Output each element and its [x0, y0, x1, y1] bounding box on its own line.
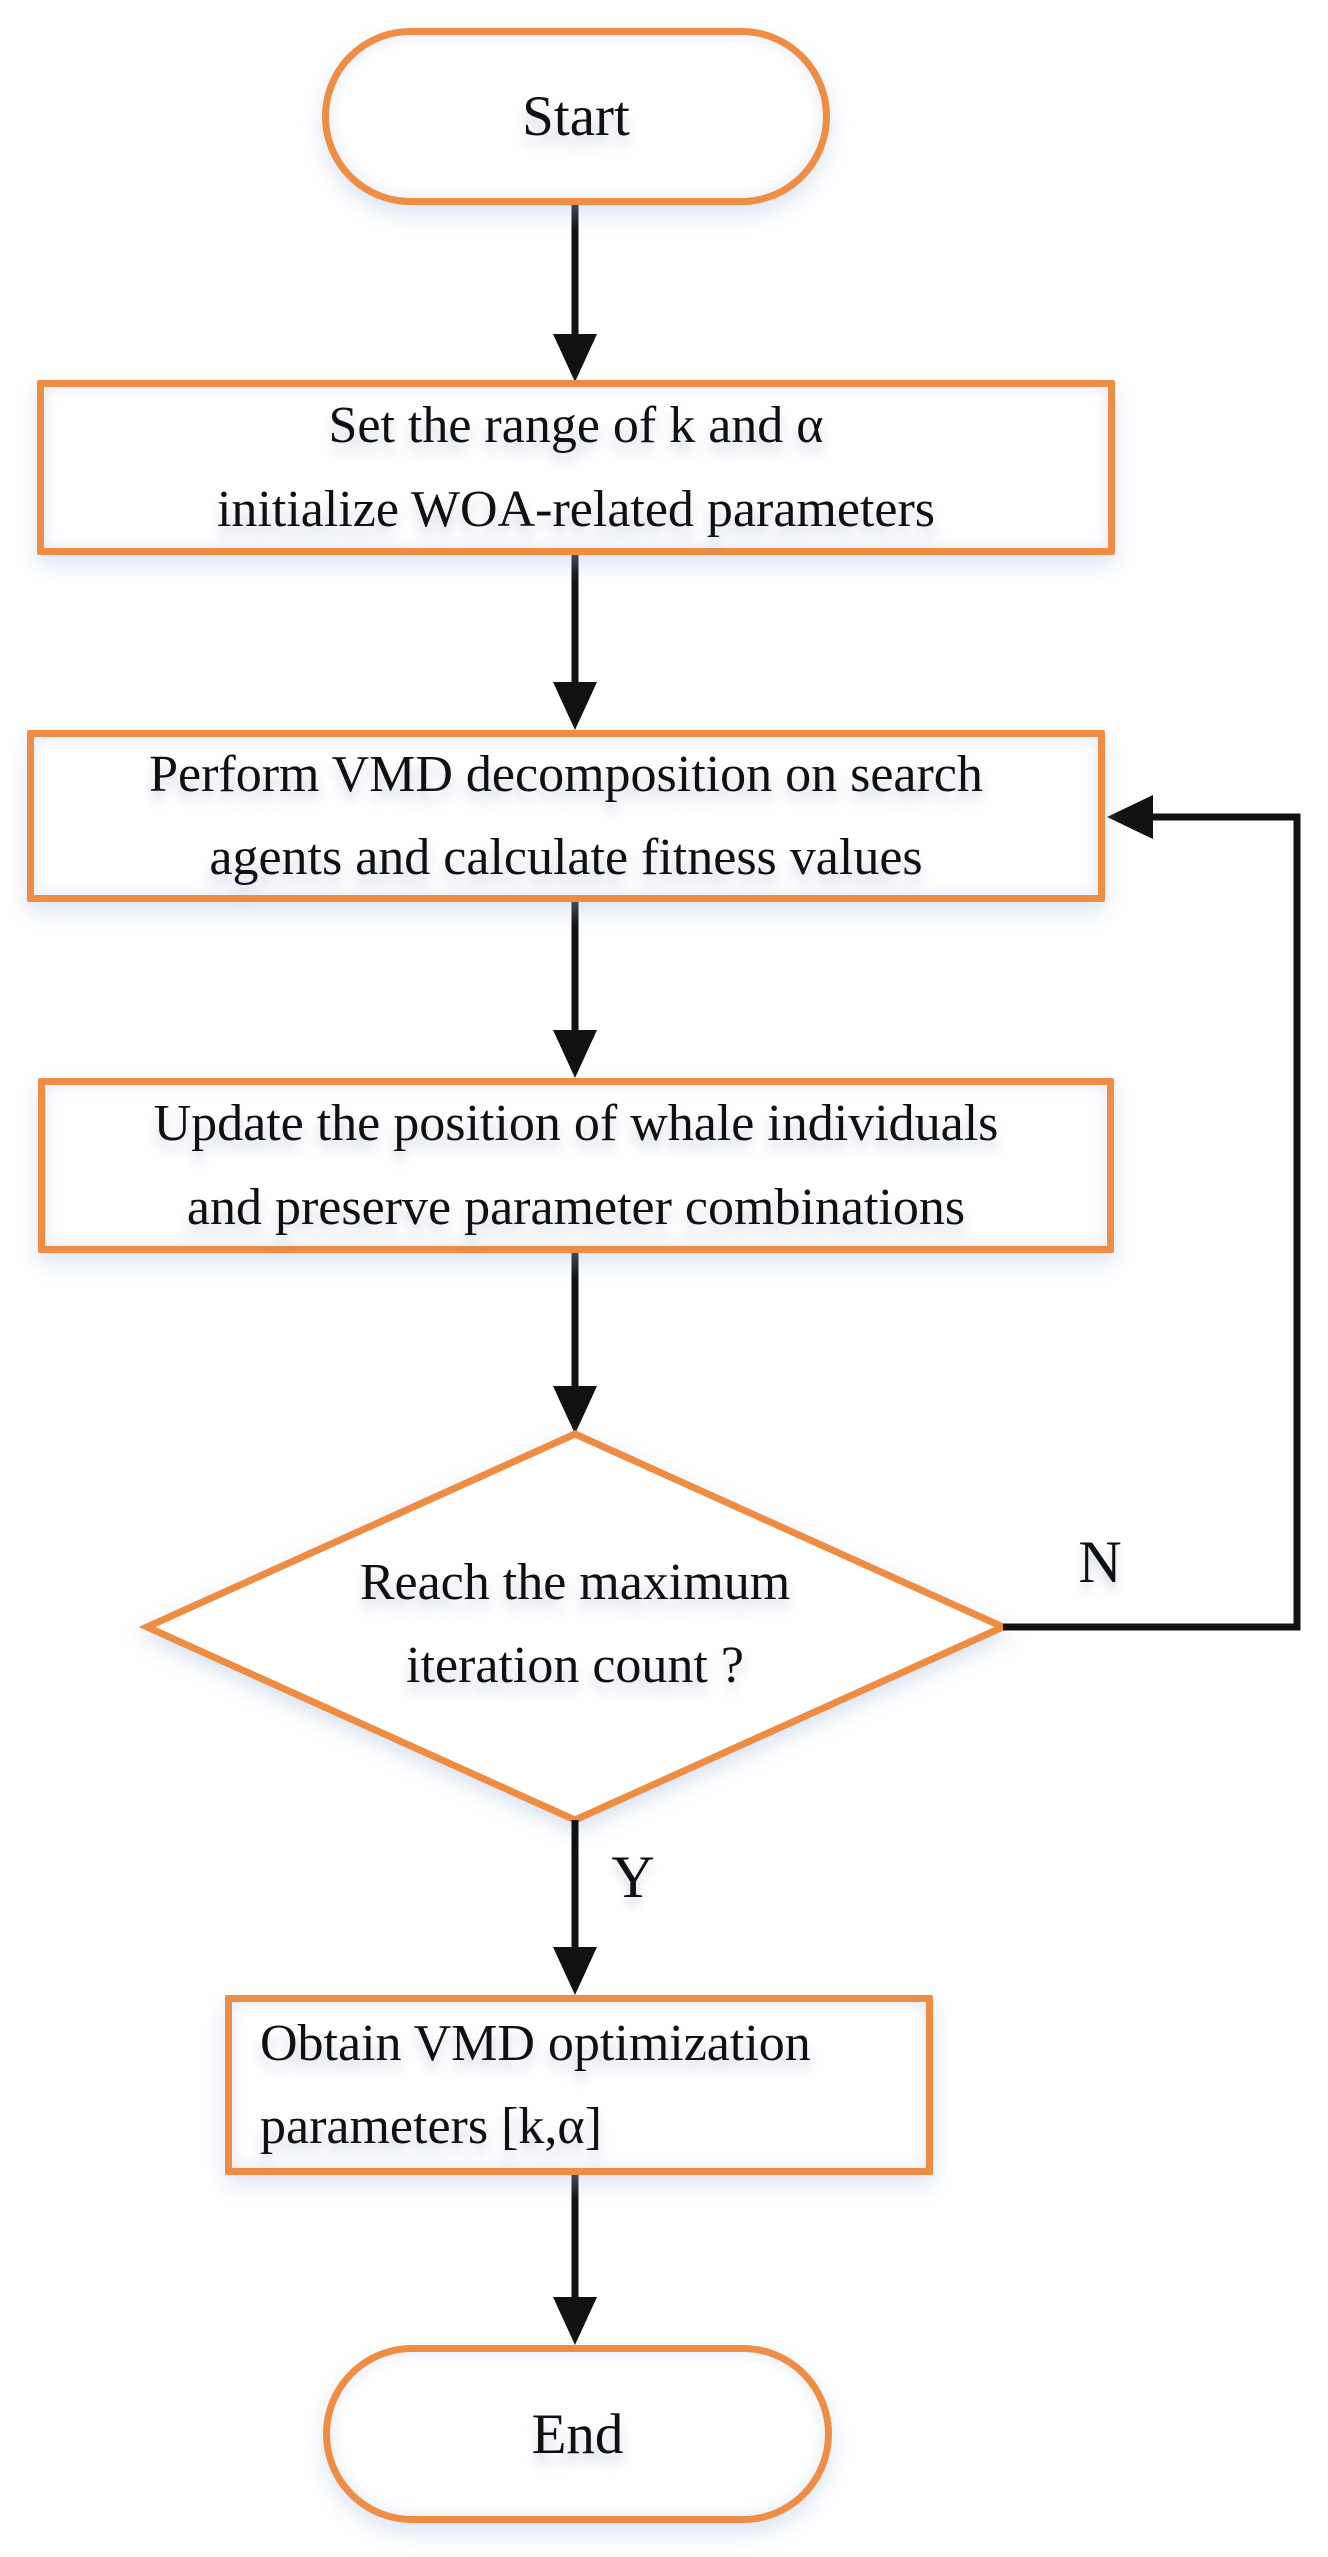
arrowhead-update-to-decision	[553, 1386, 597, 1434]
edge-label-no: N	[1078, 1529, 1122, 1595]
process-update-position: Update the position of whale individuals…	[38, 1078, 1114, 1253]
decision-label: Reach the maximum iteration count ?	[359, 1554, 791, 1695]
arrowhead-decision-yes	[553, 1947, 597, 1995]
arrowhead-start-to-set	[553, 334, 597, 382]
process-set-range: Set the range of k and α initialize WOA-…	[37, 380, 1115, 555]
arrowhead-feedback-no	[1107, 795, 1153, 839]
process-perform-vmd: Perform VMD decomposition on search agen…	[27, 730, 1105, 902]
feedback-loop-no	[1003, 813, 1301, 1631]
arrowhead-set-to-vmd	[553, 682, 597, 730]
arrowhead-vmd-to-update	[553, 1030, 597, 1078]
start-terminal: Start	[322, 28, 830, 205]
edge-label-yes: Y	[611, 1844, 655, 1910]
end-terminal: End	[323, 2345, 832, 2523]
process-obtain-params: Obtain VMD optimization parameters [k,α]	[225, 1995, 933, 2175]
arrowhead-obtain-to-end	[553, 2297, 597, 2345]
